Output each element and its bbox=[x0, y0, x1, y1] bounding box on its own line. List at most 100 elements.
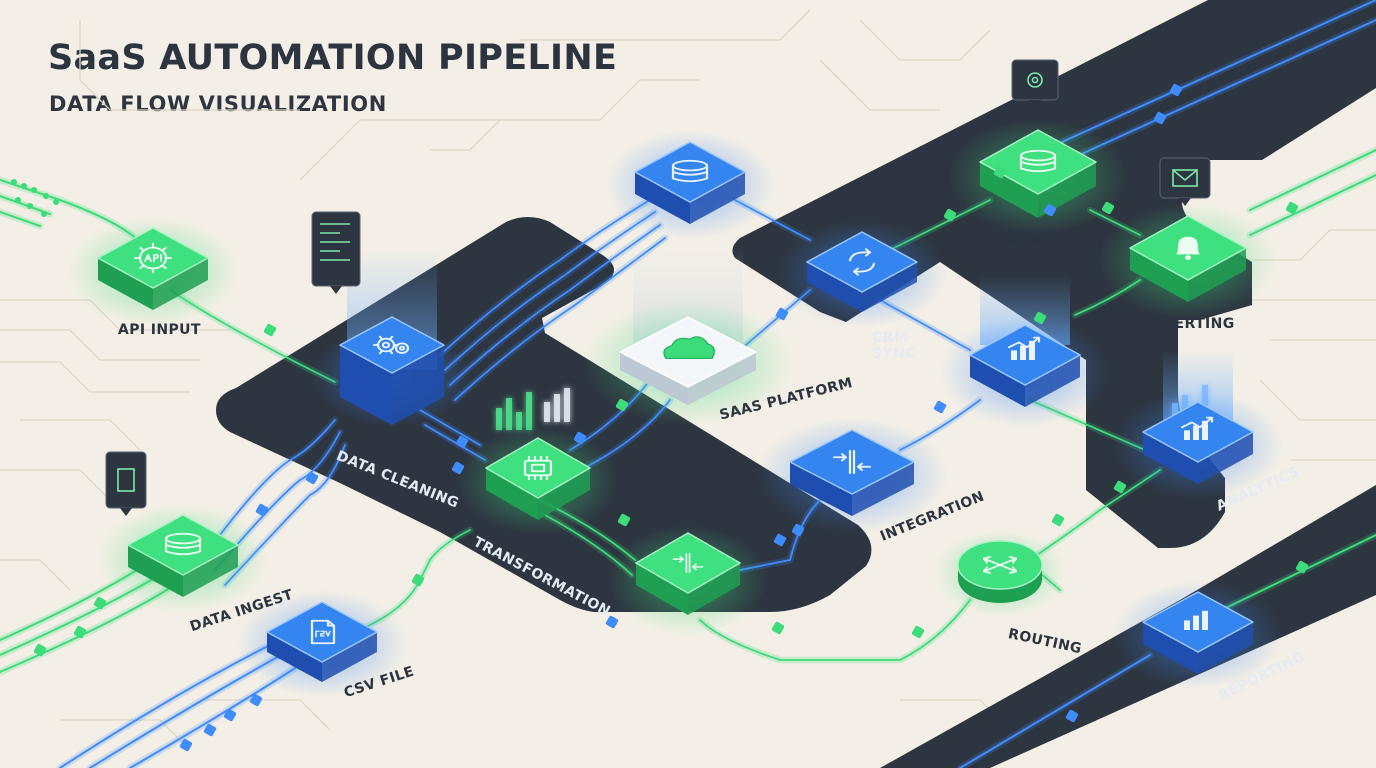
node-extra-blue-database[interactable] bbox=[605, 130, 775, 240]
data-particle-dot bbox=[53, 199, 59, 205]
mini-bar-chart-light bbox=[544, 388, 570, 422]
node-right-face bbox=[153, 258, 208, 310]
database-icon bbox=[164, 532, 202, 556]
node-transformation[interactable] bbox=[457, 427, 619, 536]
csv-file-icon bbox=[310, 619, 336, 645]
node-right-face bbox=[1198, 622, 1253, 674]
data-particle-dot bbox=[31, 187, 37, 193]
node-left-face bbox=[340, 345, 392, 425]
data-particle bbox=[203, 723, 217, 737]
node-right-face bbox=[862, 262, 917, 312]
data-particle bbox=[1169, 83, 1183, 97]
node-extra-blue-chart[interactable] bbox=[940, 317, 1110, 427]
node-top-face bbox=[127, 514, 239, 576]
data-particle-dot bbox=[43, 193, 49, 199]
data-particle bbox=[223, 708, 237, 722]
data-particle bbox=[1051, 513, 1065, 527]
report-icon bbox=[1184, 610, 1208, 630]
data-particle bbox=[33, 643, 47, 657]
node-reporting[interactable] bbox=[1112, 581, 1284, 690]
node-integration[interactable] bbox=[755, 417, 949, 533]
storage-icon bbox=[1019, 149, 1057, 173]
node-top-face bbox=[633, 141, 747, 203]
data-particle bbox=[993, 165, 1007, 179]
page-subtitle: DATA FLOW VISUALIZATION bbox=[49, 92, 387, 116]
node-storage[interactable] bbox=[948, 118, 1128, 234]
data-particle bbox=[73, 625, 87, 639]
data-particle bbox=[911, 625, 925, 639]
data-particle bbox=[1285, 201, 1299, 215]
bell-icon bbox=[1176, 236, 1200, 260]
flow-line bbox=[449, 224, 661, 386]
data-particle-dot bbox=[15, 197, 21, 203]
node-extra-green-splitter[interactable] bbox=[608, 525, 768, 635]
flow-line bbox=[0, 195, 51, 215]
callout-file-icon bbox=[105, 451, 147, 516]
data-particle-dot bbox=[41, 211, 47, 217]
data-particle-dot bbox=[11, 179, 17, 185]
gear-icon bbox=[1027, 72, 1043, 88]
node-label-alerting: ALERTING bbox=[1154, 316, 1235, 332]
node-analytics[interactable] bbox=[1112, 391, 1284, 500]
data-particle bbox=[617, 513, 631, 527]
data-particle bbox=[791, 523, 805, 537]
node-data-ingest[interactable] bbox=[97, 504, 269, 613]
node-crm-sync[interactable] bbox=[776, 220, 948, 328]
sync-arrows-icon bbox=[848, 248, 876, 276]
flow-line bbox=[444, 211, 656, 371]
node-left-face bbox=[267, 632, 322, 682]
data-particle bbox=[1113, 480, 1127, 494]
node-right-face bbox=[392, 345, 444, 425]
chart-icon bbox=[1180, 416, 1214, 440]
page-title: SaaS AUTOMATION PIPELINE bbox=[48, 38, 618, 78]
mini-bar-chart-green bbox=[496, 392, 532, 430]
flow-line bbox=[0, 211, 41, 227]
node-api-input[interactable] bbox=[67, 217, 239, 326]
data-particle bbox=[573, 431, 587, 445]
node-left-face bbox=[1143, 622, 1198, 674]
api-gear-icon bbox=[133, 242, 173, 274]
data-particle bbox=[615, 398, 629, 412]
data-particle bbox=[1033, 311, 1047, 325]
node-left-face bbox=[790, 462, 852, 516]
node-left-face bbox=[128, 545, 183, 597]
node-right-face bbox=[852, 462, 914, 516]
data-particle bbox=[255, 503, 269, 517]
integration-arrows-icon bbox=[672, 553, 704, 573]
node-right-face bbox=[322, 632, 377, 682]
code-terminal-icon bbox=[320, 223, 350, 261]
node-right-face bbox=[1198, 432, 1253, 484]
data-particle bbox=[605, 615, 619, 629]
flow-line bbox=[454, 237, 666, 401]
flow-line bbox=[699, 599, 971, 661]
node-right-face bbox=[688, 352, 756, 405]
node-left-face bbox=[807, 262, 862, 312]
data-particle bbox=[1101, 201, 1115, 215]
data-particle bbox=[773, 533, 787, 547]
node-right-face bbox=[690, 172, 745, 224]
flow-line bbox=[959, 654, 1151, 768]
pipeline-nodes bbox=[67, 118, 1284, 698]
chip-icon bbox=[523, 455, 553, 481]
node-top-face bbox=[485, 437, 591, 499]
node-data-cleaning[interactable] bbox=[311, 316, 473, 427]
node-saas-platform[interactable] bbox=[582, 299, 794, 426]
node-right-face bbox=[688, 563, 740, 615]
data-particle bbox=[411, 573, 425, 587]
data-particle bbox=[943, 208, 957, 222]
flow-line bbox=[1249, 174, 1376, 236]
node-left-face bbox=[620, 352, 688, 405]
data-particle bbox=[451, 461, 465, 475]
node-csv-file[interactable] bbox=[236, 590, 408, 698]
data-particle bbox=[263, 323, 277, 337]
node-left-face bbox=[98, 258, 153, 310]
node-alerting[interactable] bbox=[1098, 203, 1278, 319]
router-icon bbox=[982, 556, 1018, 574]
node-top-face bbox=[339, 316, 445, 374]
node-right-face bbox=[538, 468, 590, 520]
data-particle bbox=[771, 621, 785, 635]
node-routing[interactable] bbox=[934, 530, 1066, 617]
node-top-face bbox=[634, 532, 742, 594]
